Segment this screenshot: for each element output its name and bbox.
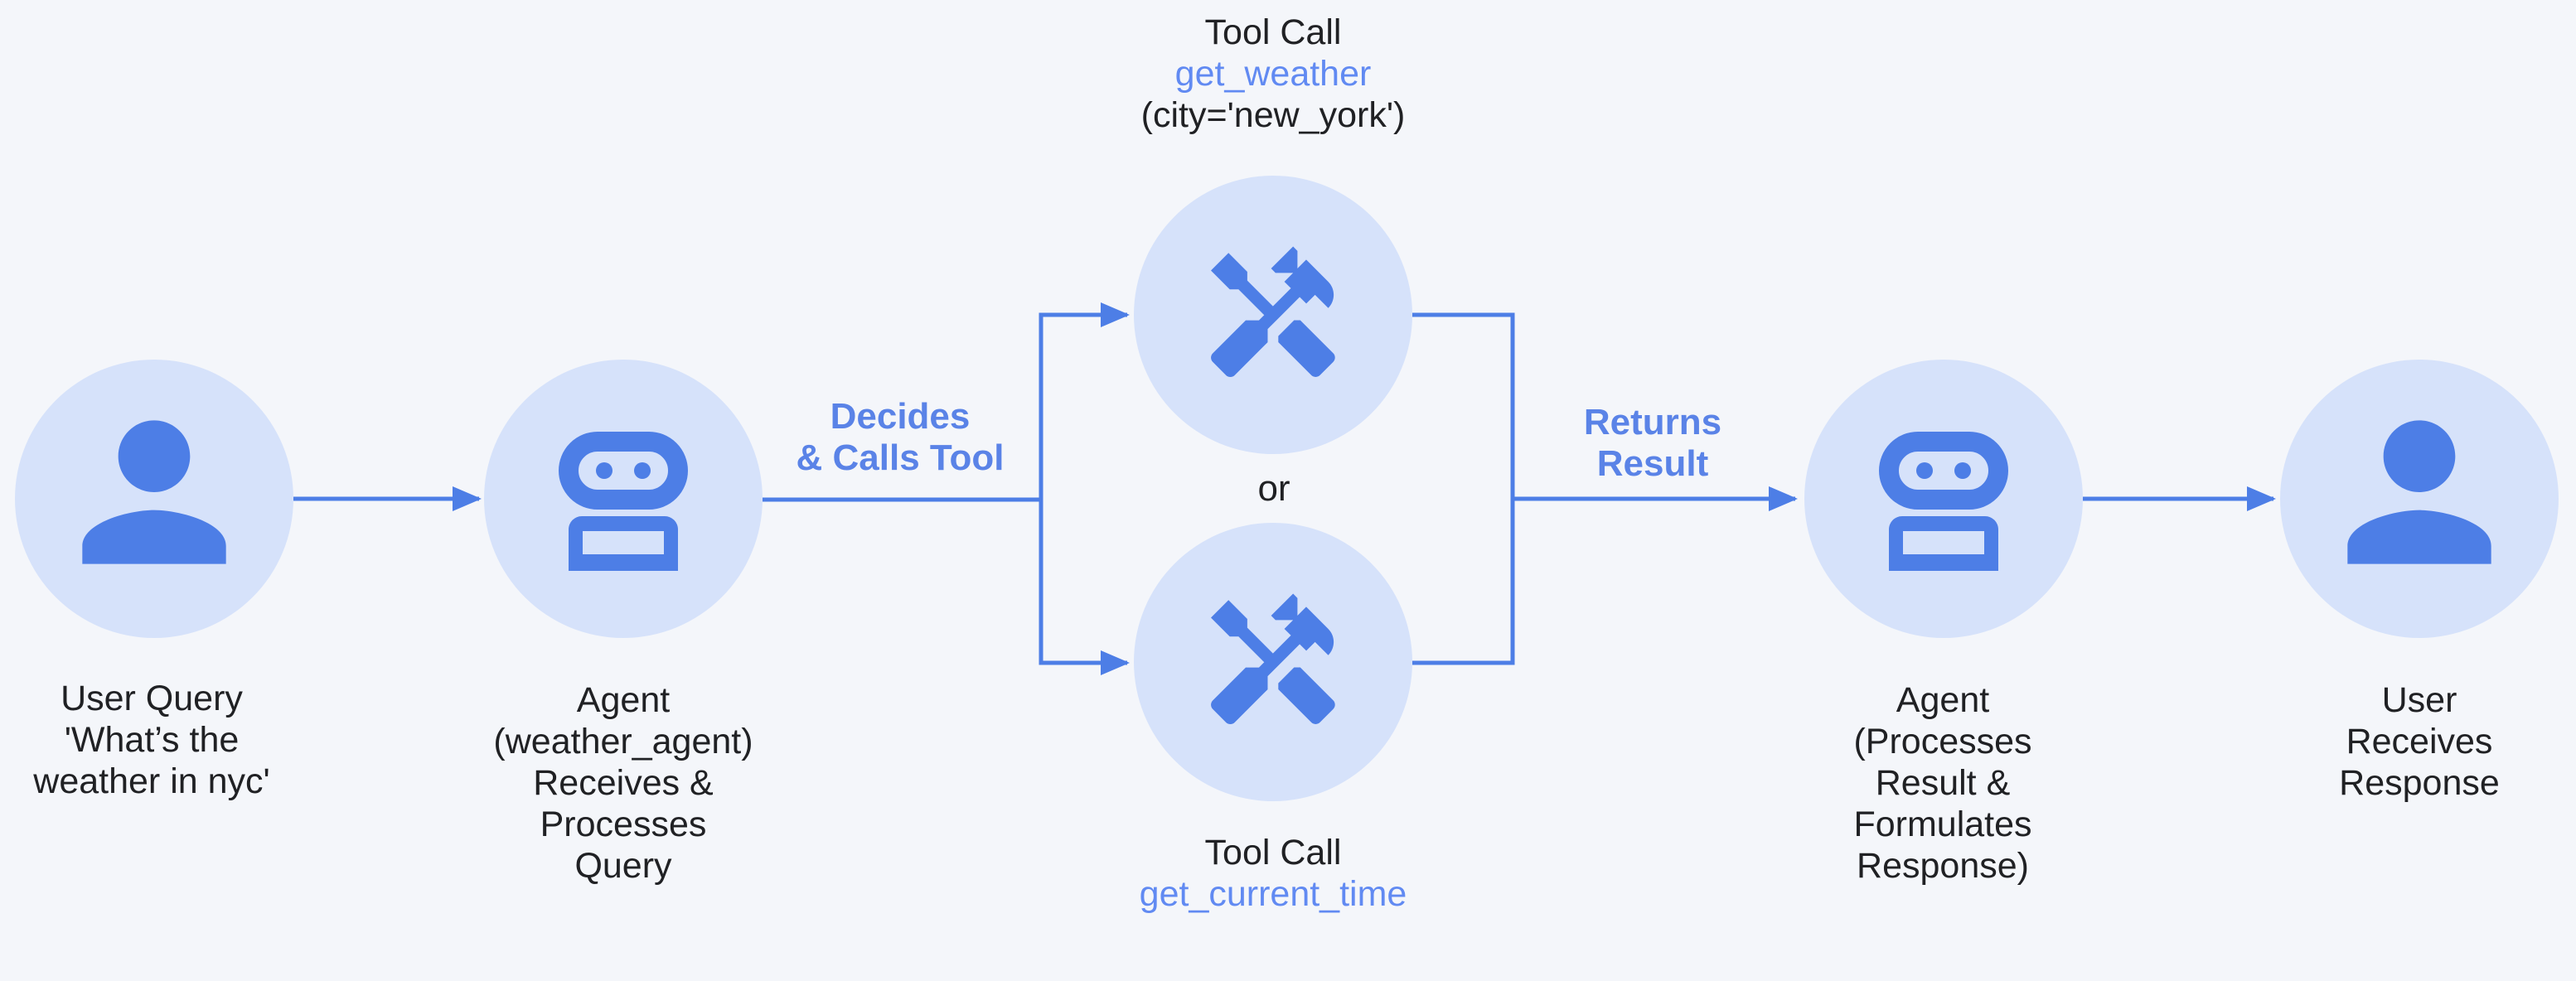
node-agent-respond	[1804, 360, 2083, 638]
node-user-query	[15, 360, 293, 638]
node-user-response	[2280, 360, 2559, 638]
node-agent-receive	[484, 360, 763, 638]
caption-agent-receive: Agent (weather_agent) Receives & Process…	[493, 680, 753, 886]
tool-call-title: Tool Call	[1204, 833, 1342, 872]
edge-label-decides: Decides & Calls Tool	[796, 396, 1005, 478]
or-label: or	[1257, 468, 1290, 509]
tool-top-caption: Tool Call get_weather (city='new_york')	[1141, 12, 1406, 136]
handyman-icon	[1211, 246, 1335, 378]
handyman-icon	[1211, 593, 1335, 725]
edge-label-returns: Returns Result	[1583, 402, 1722, 484]
caption-agent-respond: Agent (Processes Result & Formulates Res…	[1853, 680, 2032, 886]
robot-icon	[1879, 432, 2008, 571]
person-icon	[2347, 420, 2491, 564]
person-icon	[82, 420, 226, 564]
tool-call-title: Tool Call	[1204, 12, 1342, 52]
tool-name-get-weather: get_weather	[1174, 54, 1372, 94]
node-tool-get-weather	[1134, 176, 1412, 454]
caption-user-response: User Receives Response	[2339, 680, 2500, 803]
tool-args: (city='new_york')	[1140, 95, 1406, 135]
robot-icon	[559, 432, 688, 571]
node-tool-get-current-time	[1134, 523, 1412, 801]
caption-user-query: User Query 'What’s the weather in nyc'	[33, 679, 270, 801]
tool-name-get-current-time: get_current_time	[1139, 874, 1407, 914]
tool-bottom-caption: Tool Call get_current_time	[1140, 832, 1407, 915]
